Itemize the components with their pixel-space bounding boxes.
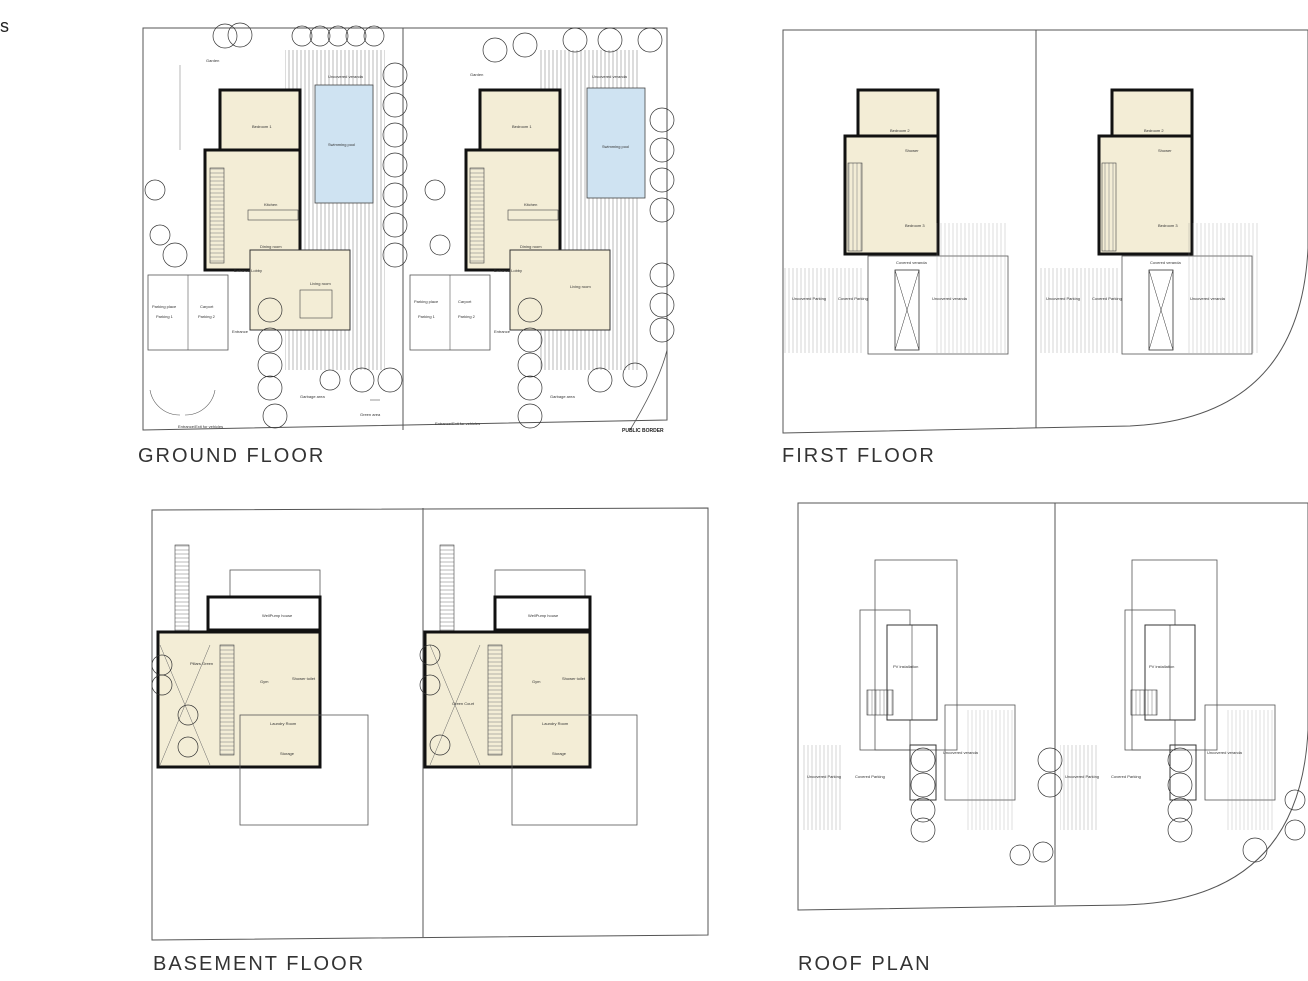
roof-unit-2: PV installation Uncovered veranda Uncove…	[1060, 559, 1276, 830]
label-dining-room: Dining room	[260, 244, 282, 249]
label-uncovered-parking: Uncovered Parking	[1065, 774, 1099, 779]
tree-icons	[144, 22, 675, 429]
first-floor-title: FIRST FLOOR	[782, 445, 936, 467]
swimming-pool	[314, 84, 374, 204]
swimming-pool	[586, 87, 646, 199]
basement-floor-title: BASEMENT FLOOR	[153, 953, 366, 975]
stair	[469, 167, 485, 264]
label-bedroom-2: Bedroom 2	[890, 128, 910, 133]
ground-floor-drawing: Garden Uncovered veranda Bedroom 1 Swimm…	[142, 22, 675, 434]
first-floor-drawing: Bedroom 2 Shower Bedroom 3 Covered veran…	[782, 29, 1308, 434]
label-parking-1: Parking 1	[418, 314, 436, 319]
label-bedroom-2: Bedroom 2	[1144, 128, 1164, 133]
first-floor-plan: Bedroom 2 Shower Bedroom 3 Covered veran…	[780, 28, 1308, 467]
label-living-room: Living room	[310, 281, 331, 286]
label-dining-room: Dining room	[520, 244, 542, 249]
label-covered-parking: Covered Parking	[855, 774, 885, 779]
label-garden: Garden	[470, 72, 483, 77]
roof-unit-1: PV installation Uncovered veranda Uncove…	[803, 559, 1016, 830]
bedroom-block	[478, 88, 562, 154]
label-pv-installation: PV installation	[893, 664, 918, 669]
label-bedroom-3: Bedroom 3	[905, 223, 925, 228]
label-wellpump-house: WellPump house	[262, 613, 293, 618]
label-bedroom-3: Bedroom 3	[1158, 223, 1178, 228]
label-uncovered-parking: Uncovered Parking	[792, 296, 826, 301]
label-covered-parking: Covered Parking	[838, 296, 868, 301]
label-laundry-room: Laundry Room	[270, 721, 297, 726]
label-pv-installation: PV installation	[1149, 664, 1174, 669]
label-laundry-room: Laundry Room	[542, 721, 569, 726]
label-swimming-pool: Swimming pool	[328, 142, 355, 147]
ground-floor-plan: Garden Uncovered veranda Bedroom 1 Swimm…	[138, 20, 680, 467]
label-uncovered-parking: Uncovered Parking	[1046, 296, 1080, 301]
label-uncovered-parking: Uncovered Parking	[807, 774, 841, 779]
label-uncovered-veranda: Uncovered veranda	[943, 750, 979, 755]
label-garden: Garden	[206, 58, 219, 63]
basement-floor-plan: WellPump house Gym Shower toilet Laundry…	[150, 505, 712, 975]
roof-plan-drawing: PV installation Uncovered veranda Uncove…	[797, 502, 1308, 911]
label-green-court: Green Court	[452, 701, 475, 706]
bedroom-block	[218, 88, 302, 154]
label-parking-place: Parking place	[152, 304, 177, 309]
label-uncovered-veranda: Uncovered veranda	[1190, 296, 1226, 301]
first-unit-1: Bedroom 2 Shower Bedroom 3 Covered veran…	[783, 88, 1009, 355]
label-uncovered-veranda: Uncovered veranda	[932, 296, 968, 301]
ground-unit-1: Garden Uncovered veranda Bedroom 1 Swimm…	[147, 50, 385, 429]
label-gym: Gym	[532, 679, 541, 684]
label-entrance-lobby: Entrance Lobby	[234, 268, 262, 273]
label-entrance-exit: Entrance/Exit for vehicles	[435, 421, 480, 426]
basement-unit-1: WellPump house Gym Shower toilet Laundry…	[156, 544, 369, 826]
label-entrance-lobby: Entrance Lobby	[494, 268, 522, 273]
label-kitchen: Kitchen	[524, 202, 537, 207]
label-bedroom-1: Bedroom 1	[512, 124, 532, 129]
label-pillars: Pillars Green	[190, 661, 213, 666]
label-bedroom-1: Bedroom 1	[252, 124, 272, 129]
label-living-room: Living room	[570, 284, 591, 289]
label-garbage-area: Garbage area	[300, 394, 325, 399]
tree-icons	[151, 644, 451, 758]
label-uncovered-veranda: Uncovered veranda	[328, 74, 364, 79]
label-public-border: PUBLIC BORDER	[622, 428, 664, 434]
label-shower-toilet: Shower toilet	[292, 676, 316, 681]
label-shower: Shower	[1158, 148, 1172, 153]
label-entrance: Entrance	[232, 329, 249, 334]
label-shower-toilet: Shower toilet	[562, 676, 586, 681]
ground-unit-2: Garden Uncovered veranda Bedroom 1 Swimm…	[409, 50, 668, 434]
tree-icons	[910, 747, 1306, 866]
label-carport: Carport	[200, 304, 214, 309]
label-storage: Storage	[280, 751, 295, 756]
label-carport: Carport	[458, 299, 472, 304]
stair	[209, 167, 225, 264]
label-garbage-area: Garbage area	[550, 394, 575, 399]
roof-plan: PV installation Uncovered veranda Uncove…	[795, 500, 1308, 975]
label-storage: Storage	[552, 751, 567, 756]
label-green-area: Green area	[360, 412, 381, 417]
label-uncovered-veranda: Uncovered veranda	[1207, 750, 1243, 755]
roof-plan-title: ROOF PLAN	[798, 953, 932, 975]
label-shower: Shower	[905, 148, 919, 153]
label-covered-parking: Covered Parking	[1111, 774, 1141, 779]
label-uncovered-veranda: Uncovered veranda	[592, 74, 628, 79]
label-wellpump-house: WellPump house	[528, 613, 559, 618]
basement-unit-2: WellPump house Gym Shower toilet Laundry…	[423, 544, 638, 826]
label-covered-veranda: Covered veranda	[1150, 260, 1181, 265]
first-unit-2: Bedroom 2 Shower Bedroom 3 Covered veran…	[1038, 88, 1258, 355]
basement-floor-drawing: WellPump house Gym Shower toilet Laundry…	[151, 507, 709, 941]
label-swimming-pool: Swimming pool	[602, 144, 629, 149]
ground-floor-title: GROUND FLOOR	[138, 445, 326, 467]
label-parking-place: Parking place	[414, 299, 439, 304]
label-parking-2: Parking 2	[458, 314, 476, 319]
label-covered-parking: Covered Parking	[1092, 296, 1122, 301]
label-kitchen: Kitchen	[264, 202, 277, 207]
label-parking-1: Parking 1	[156, 314, 174, 319]
label-covered-veranda: Covered veranda	[896, 260, 927, 265]
label-gym: Gym	[260, 679, 269, 684]
label-entrance: Entrance	[494, 329, 511, 334]
corner-text: s	[0, 16, 9, 36]
label-entrance-exit: Entrance/Exit for vehicles	[178, 424, 223, 429]
label-parking-2: Parking 2	[198, 314, 216, 319]
